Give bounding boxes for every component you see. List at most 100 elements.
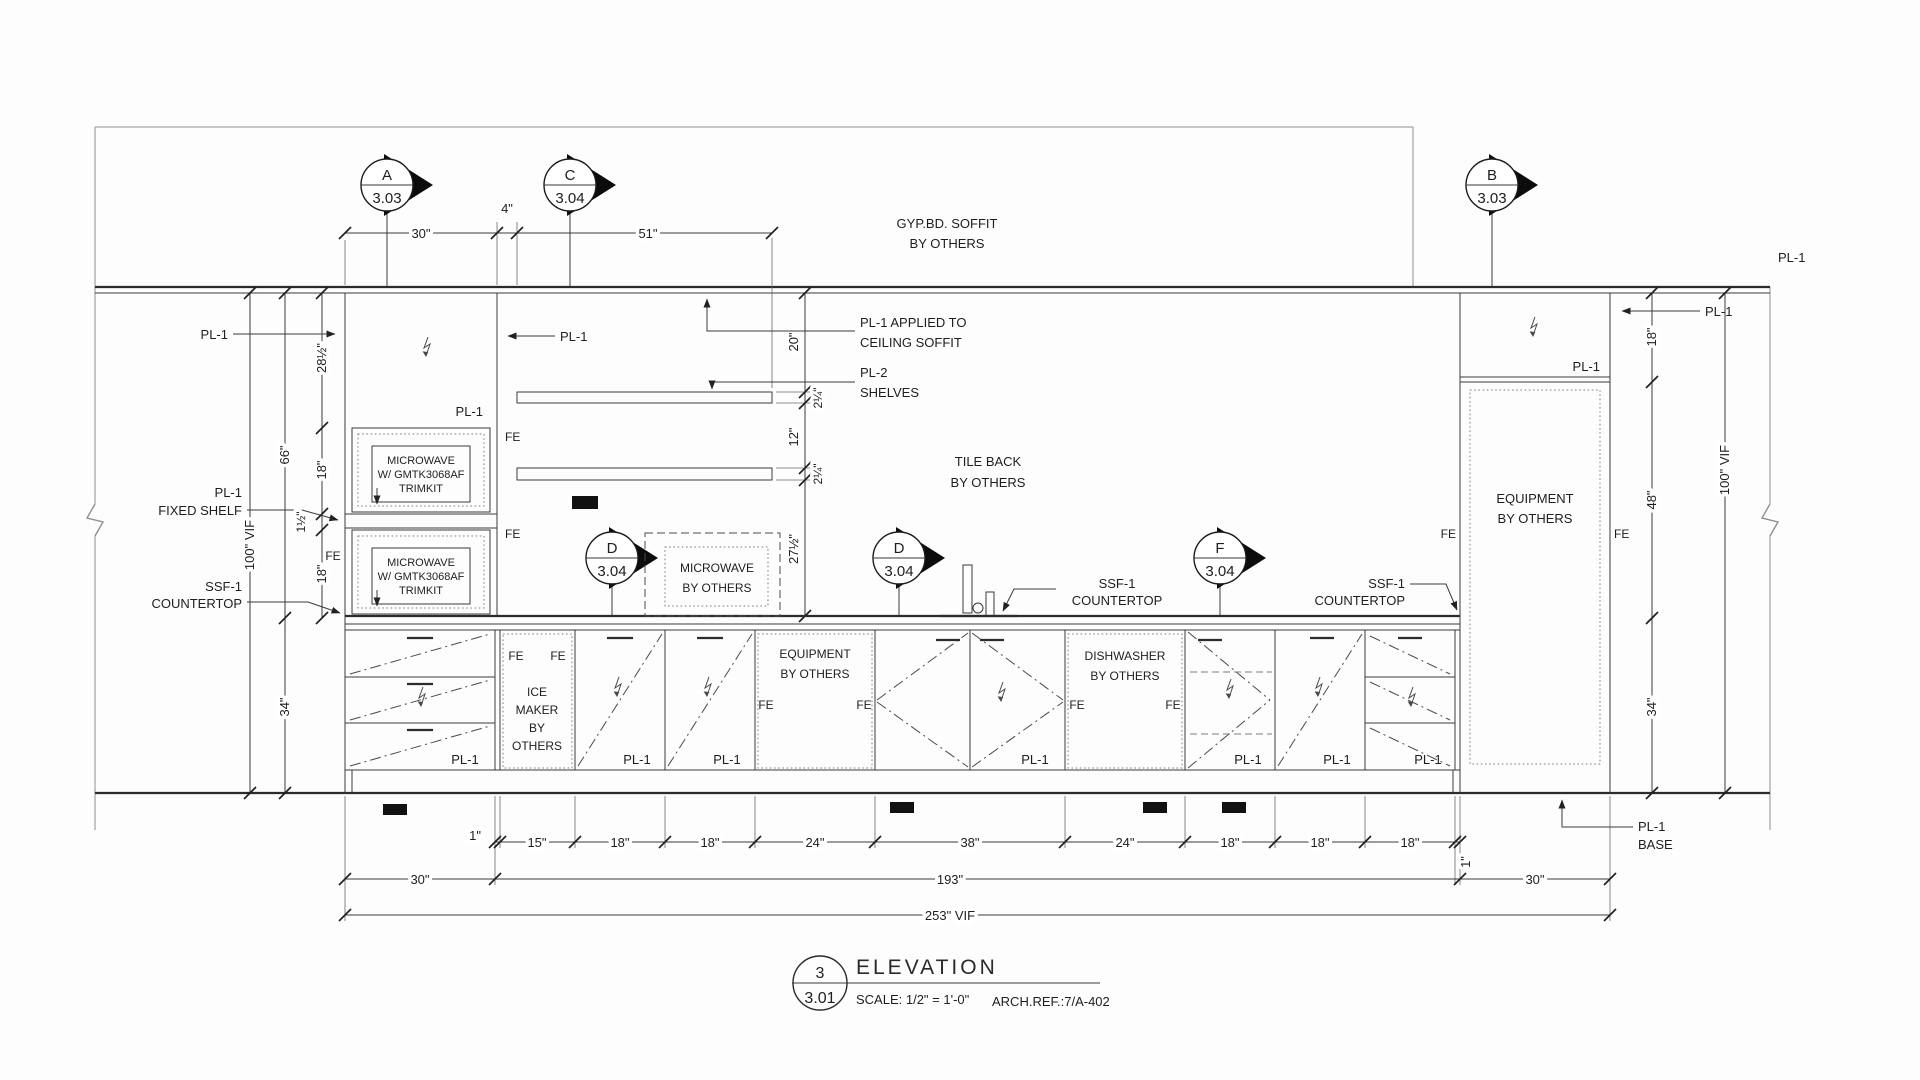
- floor-marks: [383, 802, 1246, 815]
- dim-left-100vif: 100" VIF: [242, 520, 257, 570]
- label-pl1-rightbank: PL-1: [1414, 752, 1441, 767]
- marker-b-sheet: 3.03: [1477, 190, 1506, 207]
- label-ssf-mid-2: COUNTERTOP: [1072, 593, 1163, 608]
- label-fe-tall-l: FE: [1441, 527, 1456, 541]
- microwave-2: MICROWAVE W/ GMTK3068AF TRIMKIT: [351, 529, 491, 615]
- label-fe-equip-l: FE: [758, 698, 773, 712]
- label-fe-mw1: FE: [505, 430, 520, 444]
- label-fe-tall-r: FE: [1614, 527, 1629, 541]
- door-cell-1: PL-1: [577, 633, 663, 767]
- dim-top-4: 4": [501, 201, 513, 216]
- marker-d2-sheet: 3.04: [884, 563, 913, 580]
- dim-left-18a: 18": [314, 460, 329, 479]
- dw-line2: BY OTHERS: [1090, 669, 1159, 683]
- right-dimensions: 18" 48" 34" 100" VIF: [1641, 286, 1736, 800]
- mw-others-1: MICROWAVE: [680, 561, 754, 575]
- section-marker-c: C 3.04: [543, 154, 616, 287]
- dim-left-18b: 18": [314, 564, 329, 583]
- mw-others-2: BY OTHERS: [682, 581, 751, 595]
- left-tall-cabinet: PL-1 MICROWAVE W/ GMTK3068AF TRIMKIT MIC…: [325, 293, 520, 793]
- label-pl1-applied-2: CEILING SOFFIT: [860, 335, 962, 350]
- marker-d1-sheet: 3.04: [597, 563, 626, 580]
- dim-top-30: 30": [411, 226, 430, 241]
- dim-right-48: 48": [1644, 490, 1659, 509]
- dim-top-51: 51": [638, 226, 657, 241]
- dim-left-66: 66": [277, 445, 292, 464]
- marker-a-sheet: 3.03: [372, 190, 401, 207]
- label-fe-equip-r: FE: [856, 698, 871, 712]
- bottom-dimensions: 1" 15" 18" 18" 24" 38" 24" 18" 18" 18" 1…: [338, 796, 1673, 927]
- label-pl1-far-right: PL-1: [1778, 250, 1805, 265]
- label-fe-mw2: FE: [505, 527, 520, 541]
- dim-mid-2b: 2¼": [811, 464, 825, 485]
- door-cell-3: PL-1: [1277, 633, 1363, 767]
- marker-f-letter: F: [1215, 540, 1224, 557]
- gyp-soffit-line1: GYP.BD. SOFFIT: [897, 216, 998, 231]
- dim-bot-18c: 18": [1220, 835, 1239, 850]
- dim-bot-30l: 30": [410, 872, 429, 887]
- gyp-soffit-line2: BY OTHERS: [910, 236, 985, 251]
- label-tile-back-1: TILE BACK: [955, 454, 1022, 469]
- label-pl1-leftbank: PL-1: [451, 752, 478, 767]
- label-fe-dw-r: FE: [1165, 698, 1180, 712]
- dim-mid-20: 20": [786, 332, 801, 351]
- section-marker-a: A 3.03: [360, 154, 433, 287]
- equip-tall-2: BY OTHERS: [1498, 511, 1573, 526]
- label-pl2-shelves-1: PL-2: [860, 365, 887, 380]
- dishwasher-cell: DISHWASHER BY OTHERS FE FE: [1067, 633, 1183, 769]
- dim-left-1half: 1½": [294, 512, 308, 533]
- dim-right-18: 18": [1644, 327, 1659, 346]
- label-ssf-right-2: COUNTERTOP: [1314, 593, 1405, 608]
- faucet: [940, 564, 1018, 618]
- dim-right-100vif: 100" VIF: [1717, 445, 1732, 495]
- label-ssf-mid-1: SSF-1: [1099, 576, 1136, 591]
- dim-bot-24a: 24": [805, 835, 824, 850]
- drawing-borders: [86, 126, 1779, 830]
- marker-b-letter: B: [1487, 167, 1497, 184]
- dw-line1: DISHWASHER: [1085, 649, 1166, 663]
- dim-bot-1a: 1": [469, 828, 481, 843]
- label-pl1-rightcab: PL-1: [1573, 359, 1600, 374]
- dim-bot-15: 15": [527, 835, 546, 850]
- marker-d2-letter: D: [894, 540, 905, 557]
- microwave-1: MICROWAVE W/ GMTK3068AF TRIMKIT: [351, 427, 491, 513]
- label-pl1-doubledoor: PL-1: [1021, 752, 1048, 767]
- equip-base-2: BY OTHERS: [780, 667, 849, 681]
- section-marker-d2: D 3.04: [872, 527, 945, 615]
- right-drawer-bank: PL-1: [1365, 635, 1455, 767]
- dim-left-34: 34": [277, 697, 292, 716]
- wall-outlet: [572, 496, 598, 509]
- ice-maker-cell: FE FE ICE MAKER BY OTHERS: [502, 633, 573, 769]
- label-fixed-shelf-2: FIXED SHELF: [158, 503, 242, 518]
- dim-right-34: 34": [1644, 697, 1659, 716]
- dim-bot-18e: 18": [1400, 835, 1419, 850]
- marker-c-sheet: 3.04: [555, 190, 584, 207]
- dim-bot-18a: 18": [610, 835, 629, 850]
- equipment-base-cell: EQUIPMENT BY OTHERS FE FE: [757, 633, 873, 769]
- marker-c-letter: C: [565, 167, 576, 184]
- label-pl1-left: PL-1: [201, 327, 228, 342]
- section-marker-f: F 3.04: [1193, 527, 1266, 615]
- ice-line2: MAKER: [516, 703, 559, 717]
- label-fe-dw-l: FE: [1069, 698, 1084, 712]
- dim-bot-193: 193": [937, 872, 964, 887]
- dim-bot-30r: 30": [1525, 872, 1544, 887]
- label-ssf-left-1: SSF-1: [205, 579, 242, 594]
- door-cell-2: PL-1: [667, 633, 753, 767]
- label-pl1-door2: PL-1: [713, 752, 740, 767]
- label-ssf-left-2: COUNTERTOP: [151, 596, 242, 611]
- title-scale: SCALE: 1/2" = 1'-0": [856, 992, 970, 1007]
- label-pl1-base-1: PL-1: [1638, 819, 1665, 834]
- title-arch-ref: ARCH.REF.:7/A-402: [992, 994, 1110, 1009]
- dim-mid-27half: 27½": [786, 534, 801, 564]
- label-pl1-wall: PL-1: [560, 329, 587, 344]
- corner-door-cell: PL-1: [1187, 631, 1272, 769]
- label-ssf-right-1: SSF-1: [1368, 576, 1405, 591]
- dim-bot-18b: 18": [700, 835, 719, 850]
- mw2-line2: W/ GMTK3068AF: [378, 571, 465, 583]
- dim-mid-2a: 2¼": [811, 388, 825, 409]
- marker-d1-letter: D: [607, 540, 618, 557]
- double-door-cell: PL-1: [876, 630, 1064, 770]
- left-drawer-bank: PL-1: [345, 633, 495, 767]
- base-cabinets: PL-1 FE FE ICE MAKER BY OTHERS PL-1 PL-1: [345, 629, 1460, 793]
